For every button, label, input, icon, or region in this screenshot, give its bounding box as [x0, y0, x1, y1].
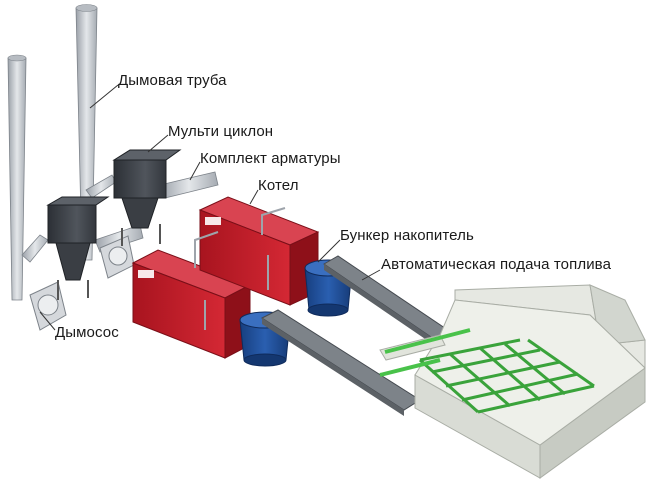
boiler-left	[131, 249, 252, 359]
label-storage-bunker: Бункер накопитель	[340, 227, 474, 244]
label-chimney: Дымовая труба	[118, 72, 227, 89]
multicyclone-left	[46, 196, 110, 300]
label-boiler: Котел	[258, 177, 299, 194]
label-multicyclone: Мульти циклон	[168, 123, 274, 140]
scraper-grid	[379, 328, 595, 414]
leader-lines	[39, 84, 381, 331]
smoke-exhauster-right	[99, 235, 135, 279]
label-fittings-kit: Комплект арматуры	[200, 150, 341, 167]
fittings-kit	[194, 207, 286, 330]
fuel-storage-pit	[379, 284, 646, 479]
label-smoke-exhauster: Дымосос	[55, 324, 119, 341]
fuel-feed-conveyor-left	[260, 309, 421, 416]
smoke-exhauster-left	[29, 281, 67, 331]
label-auto-feed: Автоматическая подача топлива	[381, 256, 612, 273]
chimney-left	[7, 54, 27, 301]
multicyclone-right	[112, 149, 182, 246]
